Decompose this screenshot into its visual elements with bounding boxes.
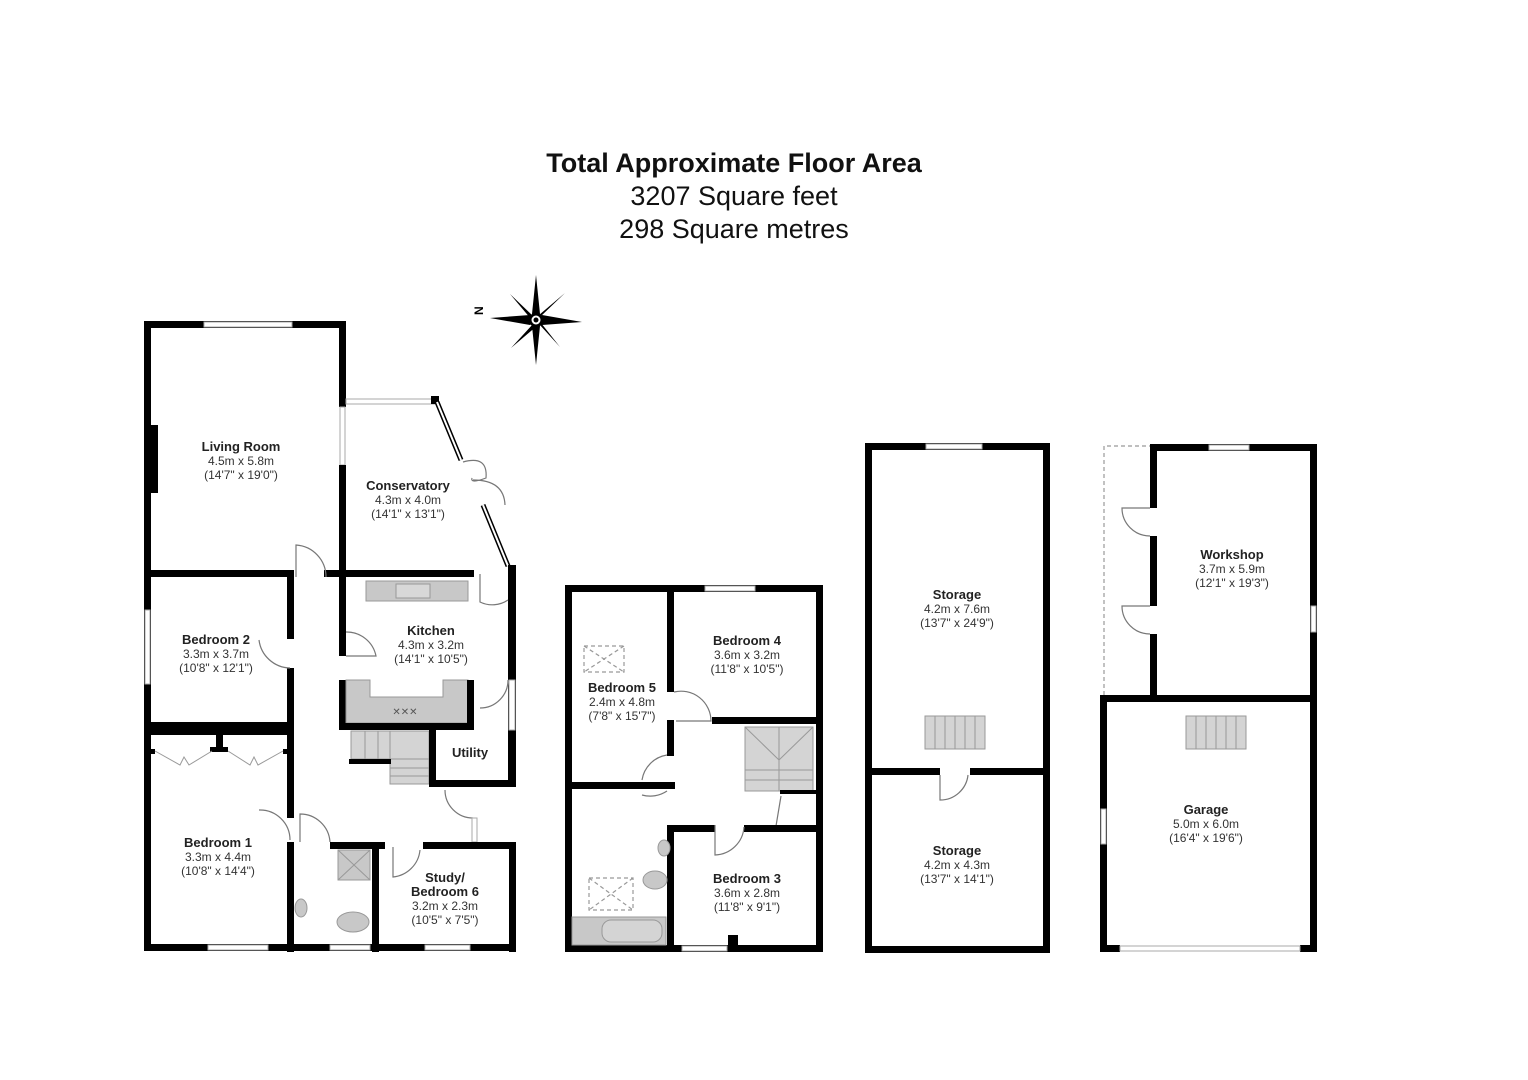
door-bedroom-5 (673, 690, 712, 722)
first-floor-plan: Bedroom 5 2.4m x 4.8m (7'8" x 15'7") Bed… (565, 585, 823, 952)
room-name-study-line1: Study/ (425, 870, 465, 885)
room-metric-conservatory: 4.3m x 4.0m (375, 493, 441, 507)
room-name-workshop: Workshop (1200, 547, 1263, 562)
washbasin (657, 839, 671, 857)
garage-door (1119, 945, 1301, 952)
room-name-living-room: Living Room (202, 439, 281, 454)
room-name-bedroom-3: Bedroom 3 (713, 871, 781, 886)
door-kitchen (345, 631, 377, 657)
room-name-garage: Garage (1184, 802, 1229, 817)
door-workshop-2 (1121, 605, 1151, 635)
room-name-study-line2: Bedroom 6 (411, 884, 479, 899)
room-metric-workshop: 3.7m x 5.9m (1199, 562, 1265, 576)
fireplace (151, 425, 158, 493)
storage-building-plan: Storage 4.2m x 7.6m (13'7" x 24'9") Stor… (865, 443, 1050, 953)
room-metric-bedroom-3: 3.6m x 2.8m (714, 886, 780, 900)
floor-area-header: Total Approximate Floor Area 3207 Square… (0, 146, 1468, 246)
door-storage (939, 774, 969, 801)
door-workshop-1 (1121, 507, 1151, 537)
floor-area-sqft: 3207 Square feet (630, 181, 838, 211)
room-name-bedroom-4: Bedroom 4 (713, 633, 782, 648)
toilet (642, 870, 668, 890)
compass-north-label: N (472, 306, 486, 315)
room-name-storage-upper: Storage (933, 587, 981, 602)
room-imperial-study: (10'5" x 7'5") (411, 913, 478, 927)
ground-floor-plan: ✕✕✕ (144, 321, 516, 952)
washbasin (294, 898, 308, 918)
room-metric-garage: 5.0m x 6.0m (1173, 817, 1239, 831)
room-metric-living-room: 4.5m x 5.8m (208, 454, 274, 468)
room-metric-bedroom-1: 3.3m x 4.4m (185, 850, 251, 864)
room-metric-kitchen: 4.3m x 3.2m (398, 638, 464, 652)
room-name-bedroom-1: Bedroom 1 (184, 835, 252, 850)
door-bedroom-1 (258, 809, 291, 841)
floor-area-title: Total Approximate Floor Area (546, 148, 922, 178)
skylight (588, 877, 634, 911)
room-imperial-workshop: (12'1" x 19'3") (1195, 576, 1269, 590)
room-imperial-kitchen: (14'1" x 10'5") (394, 652, 468, 666)
room-imperial-storage-lower: (13'7" x 14'1") (920, 872, 994, 886)
room-name-bedroom-2: Bedroom 2 (182, 632, 250, 647)
skylight (583, 645, 625, 673)
room-name-conservatory: Conservatory (366, 478, 451, 493)
room-metric-bedroom-5: 2.4m x 4.8m (589, 695, 655, 709)
door-bedroom-2 (258, 639, 291, 669)
room-metric-bedroom-2: 3.3m x 3.7m (183, 647, 249, 661)
room-imperial-bedroom-2: (10'8" x 12'1") (179, 661, 253, 675)
room-metric-storage-upper: 4.2m x 7.6m (924, 602, 990, 616)
door-study (392, 847, 421, 878)
room-imperial-storage-upper: (13'7" x 24'9") (920, 616, 994, 630)
room-imperial-bedroom-1: (10'8" x 14'4") (181, 864, 255, 878)
room-metric-bedroom-4: 3.6m x 3.2m (714, 648, 780, 662)
garage-workshop-plan: Workshop 3.7m x 5.9m (12'1" x 19'3") Gar… (1100, 444, 1317, 952)
room-name-kitchen: Kitchen (407, 623, 455, 638)
room-imperial-bedroom-4: (11'8" x 10'5") (711, 662, 784, 676)
room-imperial-living-room: (14'7" x 19'0") (204, 468, 278, 482)
room-metric-storage-lower: 4.2m x 4.3m (924, 858, 990, 872)
floor-area-sqm: 298 Square metres (619, 214, 849, 244)
svg-text:✕✕✕: ✕✕✕ (392, 707, 417, 718)
room-imperial-bedroom-5: (7'8" x 15'7") (588, 709, 655, 723)
toilet (336, 911, 370, 933)
room-imperial-conservatory: (14'1" x 13'1") (371, 507, 445, 521)
room-name-storage-lower: Storage (933, 843, 981, 858)
room-imperial-garage: (16'4" x 19'6") (1169, 831, 1243, 845)
door-bedroom-3 (714, 825, 745, 856)
room-metric-study: 3.2m x 2.3m (412, 899, 478, 913)
door-living-room (295, 544, 327, 578)
compass-rose-icon: N (472, 275, 582, 365)
room-imperial-bedroom-3: (11'8" x 9'1") (714, 900, 780, 914)
room-name-utility: Utility (452, 745, 489, 760)
room-name-bedroom-5: Bedroom 5 (588, 680, 656, 695)
